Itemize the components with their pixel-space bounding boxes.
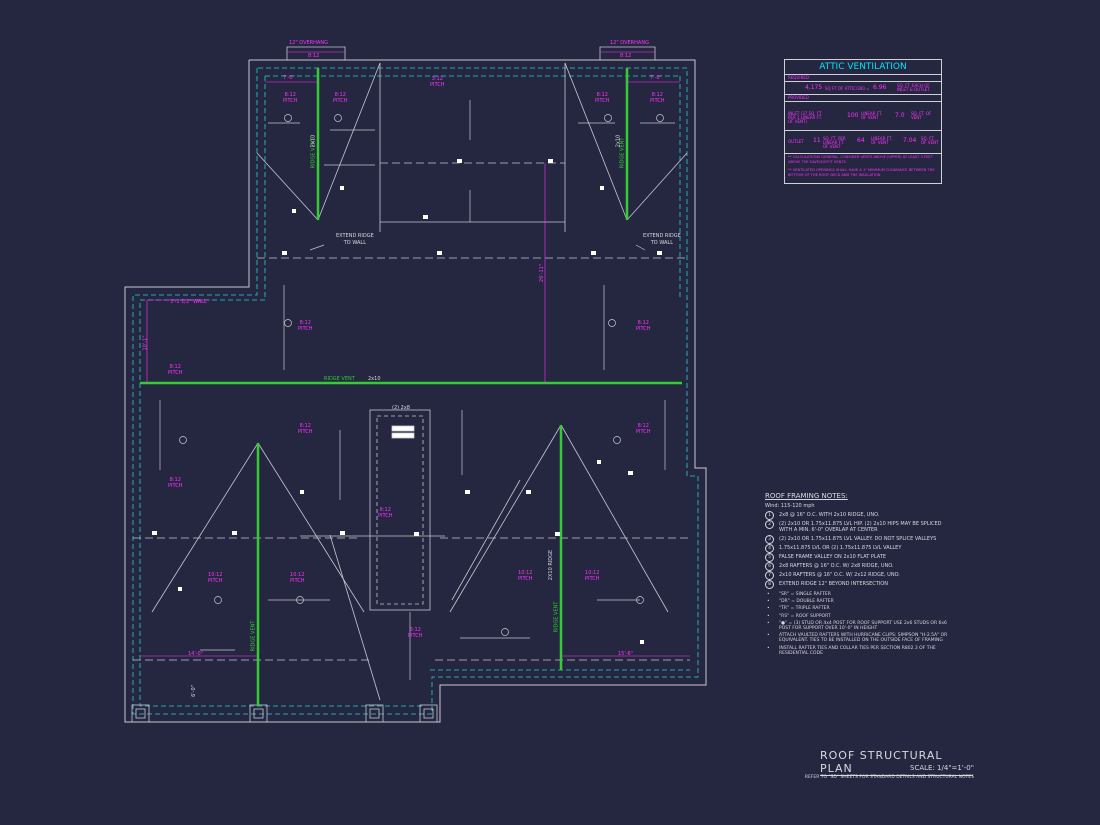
required-row: REQUIRED — [785, 75, 941, 82]
hip-valley-lines — [151, 62, 688, 701]
rafter-lines — [133, 162, 690, 661]
dimension-lines — [140, 51, 690, 657]
ridge-vents — [140, 68, 682, 706]
note-item: 3(2) 2x10 OR 1.75x11.875 LVL VALLEY. DO … — [765, 535, 955, 544]
legend-item: "●" = (3) STUD OR 4x4 POST FOR ROOF SUPP… — [765, 621, 955, 631]
slope-arrows — [159, 100, 675, 680]
provided-row: PROVIDED — [785, 95, 941, 102]
member-label: 2x10 — [615, 134, 622, 148]
overhang-label: 12" OVERHANG — [289, 40, 328, 46]
legend-item: INSTALL RAFTER TIES AND COLLAR TIES PER … — [765, 646, 955, 656]
attic-ventilation-table: ATTIC VENTILATION REQUIRED 4,175 SQ FT O… — [784, 59, 942, 184]
legend-item: "RS" = ROOF SUPPORT — [765, 614, 955, 619]
chase-box — [369, 409, 431, 611]
legend-item: "SR" = SINGLE RAFTER — [765, 592, 955, 597]
wind-speed: Wind: 115-120 mph — [765, 503, 815, 509]
eave-line — [132, 67, 699, 715]
note-tags — [179, 114, 664, 636]
dimension-label: 7'-0" — [283, 75, 295, 81]
post-markers — [152, 159, 662, 644]
dimension-label: 6'-0" — [190, 685, 197, 697]
overhang-label: 12" OVERHANG — [610, 40, 649, 46]
member-label: 2x10 — [368, 376, 381, 382]
outer-wall-outline — [124, 59, 707, 723]
overhang-bumps — [286, 46, 656, 60]
ventilation-note: ** CALCULATIONS GENERAL. CONSIDER VENTS … — [788, 155, 933, 164]
pitch-label: 8:12 — [620, 53, 632, 59]
legend-item: ATTACH VAULTED RAFTERS WITH HURRICANE CL… — [765, 633, 955, 643]
member-label: 2X10 RIDGE — [548, 549, 555, 581]
inlet-row: INLET (37 SQ. FT. PER 1 LINEAR FT. OF VE… — [785, 102, 941, 131]
dimension-label: 15'-6" — [618, 651, 634, 657]
ventilation-note: ** VENTILATED OPENINGS SHALL HAVE A 1" M… — [788, 168, 935, 177]
drawing-scale: SCALE: 1/4"=1'-0" — [910, 764, 974, 772]
ridge-vent-label: RIDGE VENT — [553, 601, 560, 633]
dimension-label: 14'-0" — [188, 651, 204, 657]
ridge-vent-label: RIDGE VENT — [250, 620, 257, 652]
member-label: (2) 2x8 — [392, 405, 410, 411]
attic-ventilation-title: ATTIC VENTILATION — [785, 60, 941, 75]
pitch-label: 8:12 — [308, 53, 320, 59]
drawing-title: ROOF STRUCTURAL PLAN — [820, 749, 973, 776]
outlet-row: OUTLET 11 SQ. FT. PER LINEAR FT. OF VENT… — [785, 131, 941, 154]
dimension-label: 10'-1" — [142, 335, 149, 351]
posts — [131, 704, 438, 723]
legend-item: "DR" = DOUBLE RAFTER — [765, 599, 955, 604]
wall-label: 3'-1 1/2" WALL — [170, 299, 207, 305]
dimension-label: 26'-11" — [539, 263, 546, 283]
drawing-note: REFER TO "SD" SHEETS FOR STANDARD DETAIL… — [804, 775, 974, 780]
dimension-label: 7'-0" — [650, 75, 662, 81]
note-item: 2(2) 2x10 OR 1.75x11.875 LVL HIP. (2) 2x… — [765, 520, 955, 533]
notes-title: ROOF FRAMING NOTES: — [765, 492, 848, 500]
required-values: 4,175 SQ FT OF ATTIC/300 = 6.96 SQ. FT. … — [785, 82, 941, 95]
legend-item: "TR" = TRIPLE RAFTER — [765, 606, 955, 611]
ridge-vent-label: RIDGE VENT — [324, 376, 355, 382]
member-label: 2x10 — [310, 134, 317, 148]
